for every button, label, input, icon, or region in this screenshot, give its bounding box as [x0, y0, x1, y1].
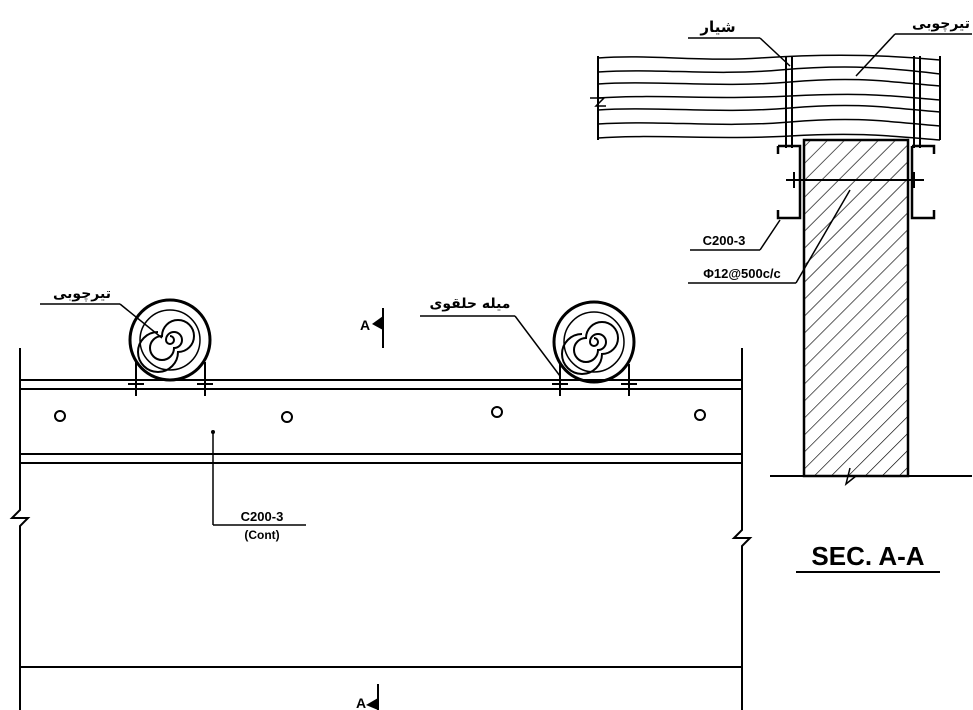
section-view: شیار تیرچوبی C200-3 Φ12@500c/c SEC. A-A: [590, 16, 972, 573]
right-break-line: [731, 348, 753, 710]
timber-log-right: [552, 300, 637, 396]
channel-profile-left: [776, 144, 802, 220]
wall-section-hatched: [802, 138, 910, 478]
bolt-hole: [694, 409, 706, 421]
bolt-hole: [491, 406, 503, 418]
bolt-hole: [54, 410, 66, 422]
section-cut-marker-bottom: A: [356, 684, 379, 710]
label-channel-note: (Cont): [244, 528, 279, 542]
section-cut-marker-top: A: [360, 308, 384, 348]
bolt-hole: [281, 411, 293, 423]
timber-beam-section: [590, 54, 941, 148]
label-timber-beam-left: تیرچوبی: [53, 286, 111, 302]
channel-profile-right: [910, 144, 936, 220]
left-break-line: [9, 348, 31, 710]
section-title: SEC. A-A: [811, 541, 924, 571]
elevation-view: تیرچوبی میله حلقوی A A C200-3 (Cont): [9, 286, 753, 710]
svg-text:A: A: [356, 695, 366, 710]
label-ring-rod: میله حلقوی: [430, 296, 511, 312]
svg-text:A: A: [360, 317, 370, 333]
label-rebar-spec: Φ12@500c/c: [703, 266, 781, 281]
label-timber-beam-section: تیرچوبی: [912, 16, 970, 32]
label-channel-main: C200-3: [241, 509, 284, 524]
label-groove: شیار: [699, 18, 735, 36]
label-channel-section: C200-3: [703, 233, 746, 248]
timber-log-left: [128, 298, 213, 396]
